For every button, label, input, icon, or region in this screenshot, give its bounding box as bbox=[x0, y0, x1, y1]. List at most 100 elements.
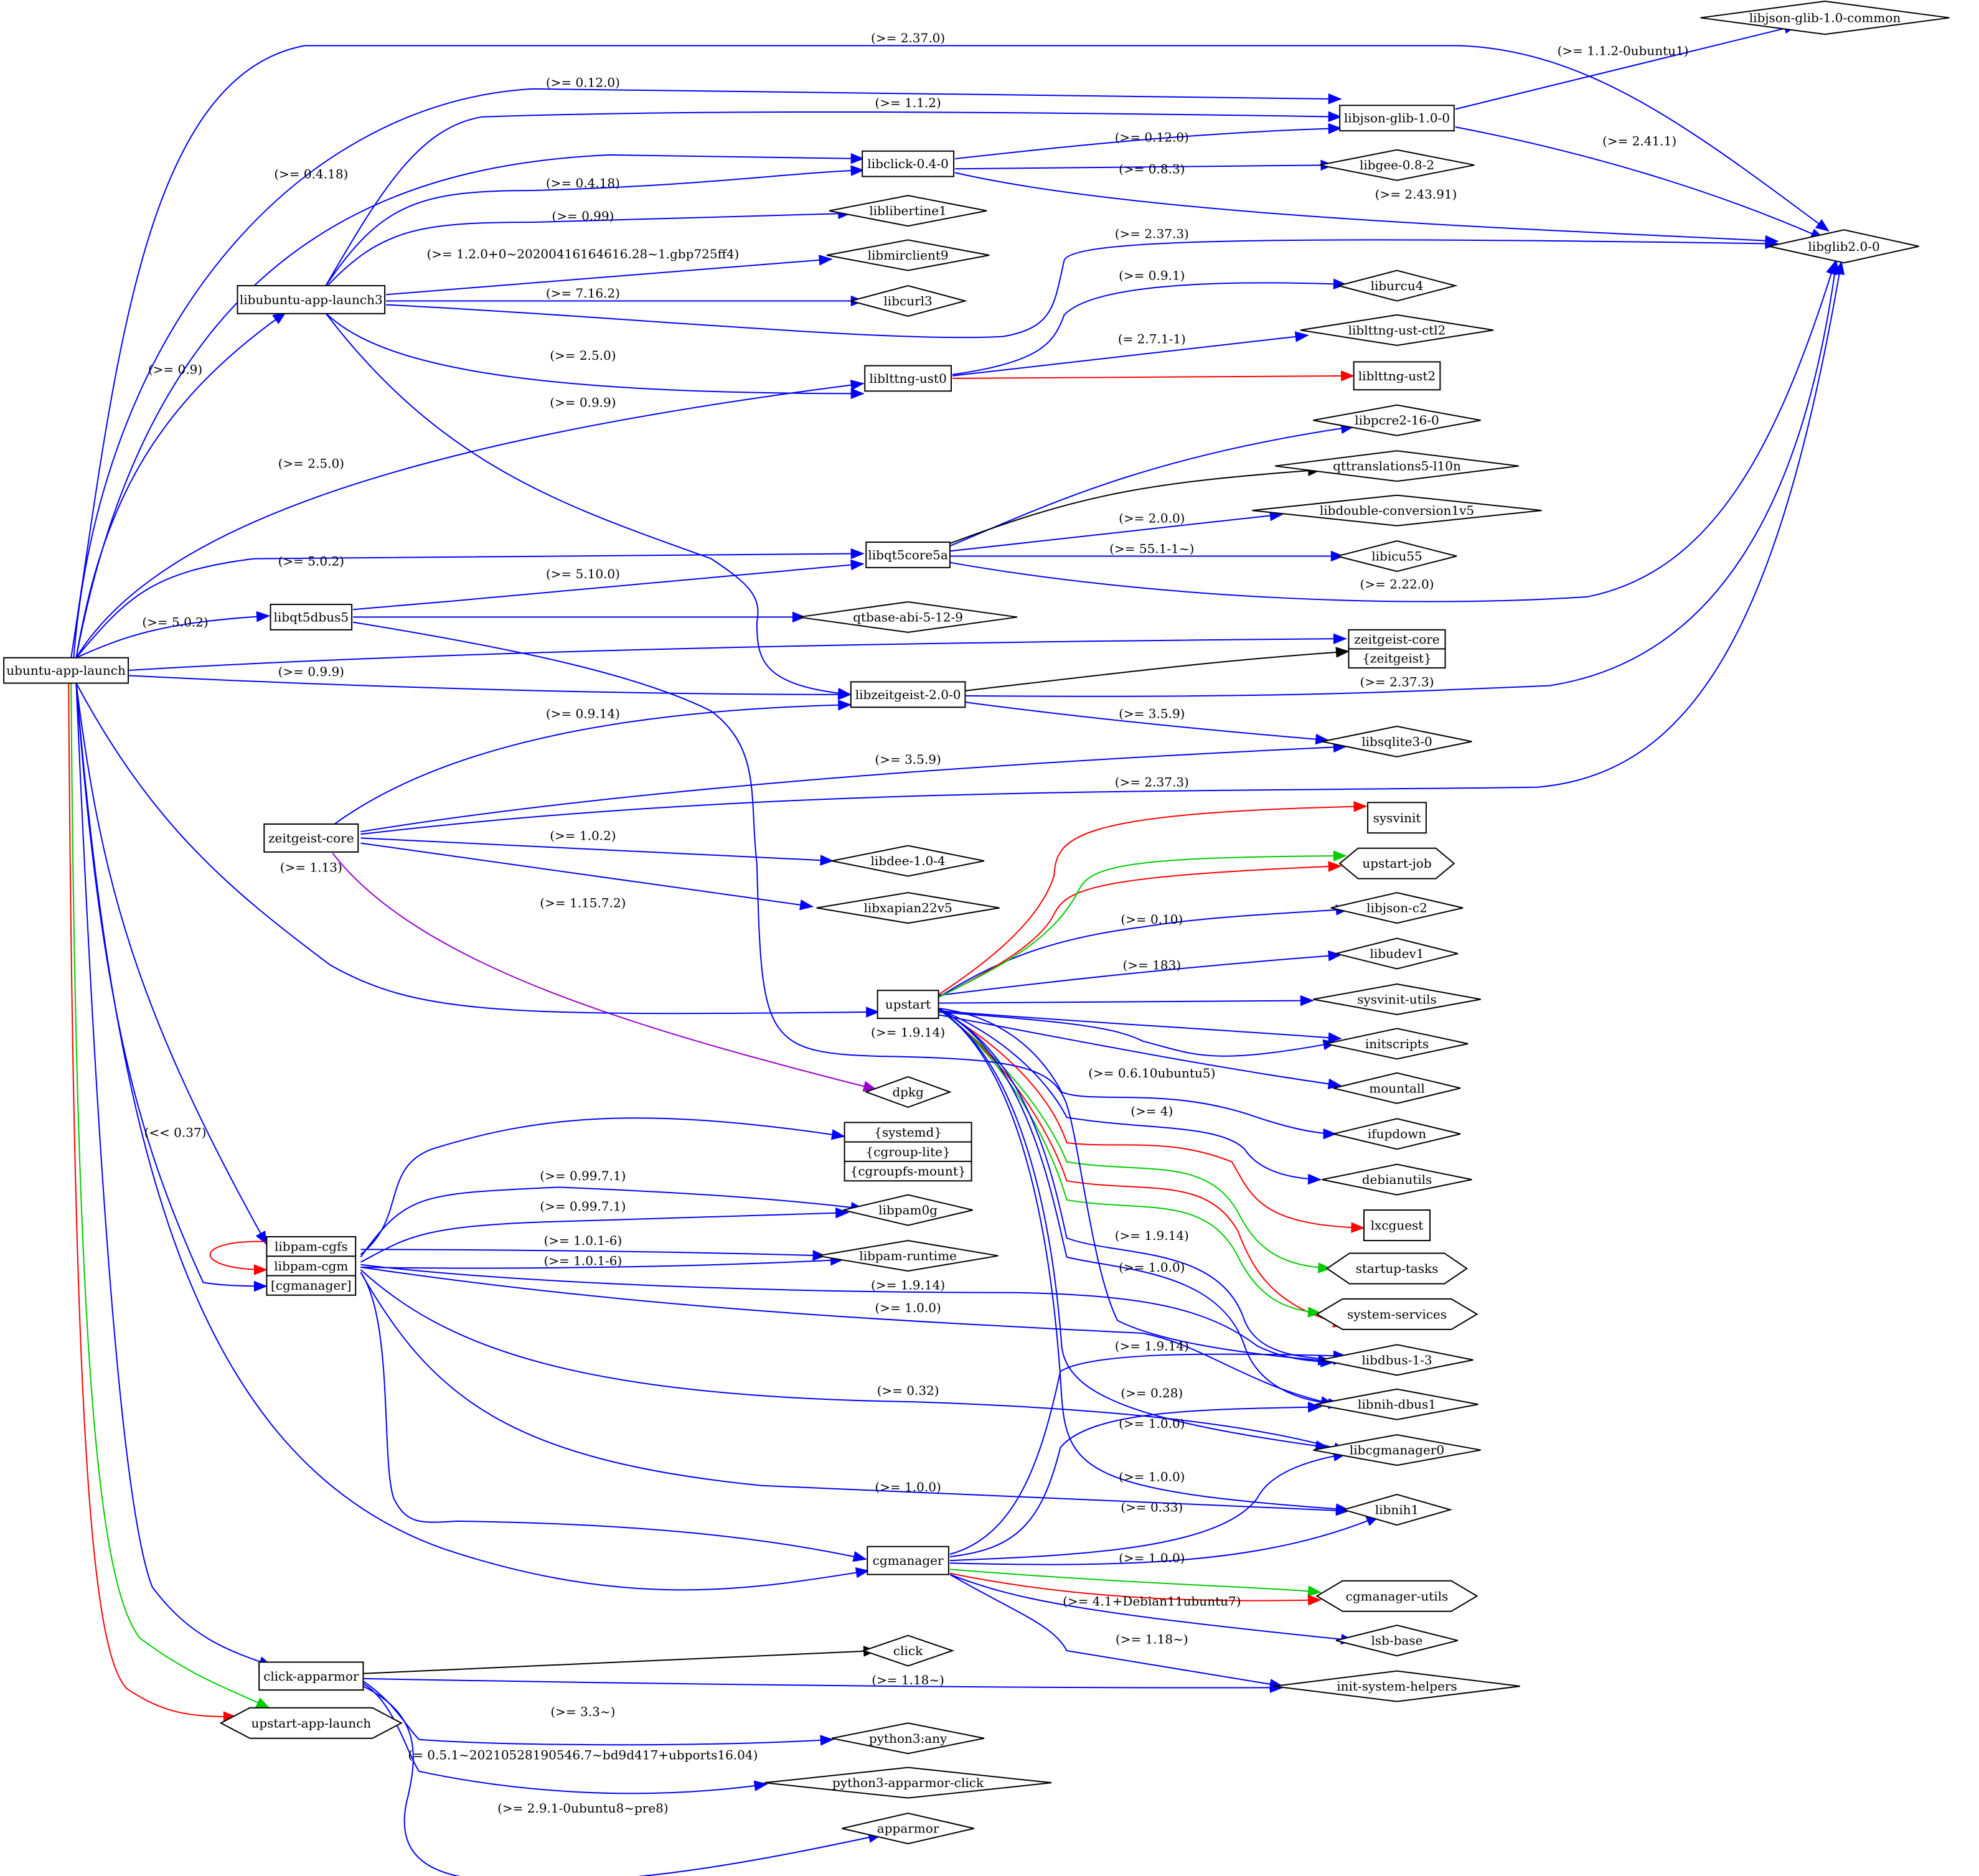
node-dpkg: dpkg bbox=[864, 1076, 952, 1108]
arrowhead bbox=[1315, 733, 1330, 745]
edge-label: (>= 2.9.1-0ubuntu8~pre8) bbox=[497, 1801, 669, 1816]
node-systemd-box: {systemd}{cgroup-lite}{cgroupfs-mount} bbox=[844, 1122, 972, 1182]
edge-label: (>= 3.5.9) bbox=[875, 752, 941, 767]
arrowhead bbox=[850, 380, 865, 391]
node-zeitgeist-core: zeitgeist-core bbox=[263, 823, 359, 853]
edge-label: (>= 4) bbox=[1131, 1104, 1173, 1119]
arrowhead bbox=[1323, 1128, 1337, 1140]
edge-label: (>= 1.0.1-6) bbox=[543, 1254, 622, 1269]
edge-label: (>= 1.0.0) bbox=[875, 1480, 941, 1494]
dependency-edge bbox=[1455, 126, 1824, 240]
dependency-edge bbox=[937, 855, 1347, 999]
edge-label: (>= 2.37.3) bbox=[1115, 226, 1189, 241]
node-libdee: libdee-1.0-4 bbox=[832, 845, 985, 877]
arrowhead bbox=[850, 152, 865, 164]
edge-label: (>= 0.28) bbox=[1121, 1386, 1183, 1400]
edge-label: (>= 0.12.0) bbox=[1115, 129, 1189, 144]
node-mountall: mountall bbox=[1333, 1072, 1461, 1104]
edge-label: (>= 2.41.1) bbox=[1602, 133, 1676, 148]
node-libjson-glib-common: libjson-glib-1.0-common bbox=[1700, 1, 1950, 35]
node-label: libpam-cgm bbox=[274, 1259, 348, 1273]
node-init-system-helpers: init-system-helpers bbox=[1273, 1670, 1521, 1702]
node-libnih1: libnih1 bbox=[1341, 1494, 1453, 1526]
dependency-edge bbox=[949, 426, 1354, 547]
dependency-edge bbox=[324, 111, 1342, 288]
edge-label: (<< 0.37) bbox=[144, 1125, 206, 1140]
edge-label: (>= 3.5.9) bbox=[1119, 706, 1185, 721]
node-label: ifupdown bbox=[1368, 1127, 1426, 1142]
node-label: libnih-dbus1 bbox=[1358, 1397, 1436, 1412]
dependency-edge bbox=[75, 683, 267, 1287]
arrowhead bbox=[253, 1264, 268, 1275]
node-cgmanager: cgmanager bbox=[867, 1545, 949, 1575]
dependency-edge bbox=[360, 1186, 864, 1258]
node-label: dpkg bbox=[892, 1084, 924, 1099]
node-label: libpcre2-16-0 bbox=[1355, 413, 1439, 428]
node-libclick: libclick-0.4-0 bbox=[862, 150, 955, 177]
node-libqt5dbus5: libqt5dbus5 bbox=[270, 604, 353, 631]
dependency-edge bbox=[936, 1007, 1347, 1326]
edge-label: (>= 2.37.3) bbox=[1115, 775, 1189, 790]
node-label: libglib2.0-0 bbox=[1808, 239, 1879, 254]
arrowhead bbox=[1333, 278, 1347, 290]
node-label: cgmanager-utils bbox=[1346, 1588, 1449, 1603]
node-label: liblibertine1 bbox=[869, 204, 946, 218]
node-debianutils: debianutils bbox=[1322, 1163, 1472, 1196]
node-libglib: libglib2.0-0 bbox=[1769, 229, 1919, 264]
arrowhead bbox=[852, 1551, 867, 1562]
node-libudev1: libudev1 bbox=[1335, 937, 1459, 970]
dependency-edge bbox=[360, 1272, 1349, 1512]
arrowhead bbox=[255, 1697, 270, 1709]
node-label: liblttng-ust-ctl2 bbox=[1348, 322, 1446, 337]
edge-label: (>= 1.18~) bbox=[1116, 1632, 1188, 1647]
node-python3-any: python3:any bbox=[832, 1722, 985, 1755]
node-qttranslations: qttranslations5-l10n bbox=[1275, 450, 1519, 482]
dependency-edge bbox=[949, 1573, 1354, 1641]
node-label: liblttng-ust2 bbox=[1358, 368, 1436, 383]
node-liblibertine: liblibertine1 bbox=[829, 195, 987, 227]
dependency-edge bbox=[363, 1677, 1283, 1689]
edge-label: (>= 0.9.14) bbox=[546, 706, 620, 721]
node-label: sysvinit bbox=[1373, 810, 1421, 825]
node-label: libjson-glib-1.0-0 bbox=[1344, 111, 1450, 126]
dependency-edge bbox=[937, 1007, 1347, 1361]
node-label: libdee-1.0-4 bbox=[871, 853, 946, 868]
edge-label: (>= 1.9.14) bbox=[871, 1278, 945, 1293]
arrowhead bbox=[1307, 1595, 1322, 1606]
arrowhead bbox=[1328, 93, 1342, 105]
node-libjson-glib: libjson-glib-1.0-0 bbox=[1339, 105, 1455, 132]
dependency-edge bbox=[955, 164, 1334, 170]
dependency-edge bbox=[937, 1010, 1342, 1039]
dependency-edge bbox=[324, 312, 851, 695]
node-label: debianutils bbox=[1362, 1172, 1432, 1187]
node-label: cgmanager bbox=[873, 1553, 944, 1568]
dependency-edge bbox=[949, 1572, 1321, 1602]
dependency-edge bbox=[936, 1007, 1331, 1269]
dependency-edge bbox=[1455, 24, 1797, 110]
edge-label: (>= 0.9.9) bbox=[278, 664, 344, 679]
node-label: libdbus-1-3 bbox=[1361, 1353, 1432, 1367]
dependency-edge bbox=[75, 683, 869, 1591]
dependency-edge bbox=[324, 312, 864, 395]
node-label: system-services bbox=[1347, 1306, 1447, 1321]
arrowhead bbox=[1328, 1032, 1342, 1043]
dependency-edge bbox=[954, 172, 1779, 242]
node-label: lxcguest bbox=[1371, 1218, 1424, 1233]
arrowhead bbox=[255, 1231, 268, 1245]
node-label: {systemd} bbox=[874, 1125, 942, 1140]
edge-label: (= 2.7.1-1) bbox=[1118, 332, 1186, 347]
dependency-edge bbox=[360, 1266, 1334, 1405]
node-liburcu4: liburcu4 bbox=[1336, 270, 1458, 302]
node-liblttng-ust2: liblttng-ust2 bbox=[1353, 361, 1441, 391]
edge-label: (>= 1.0.0) bbox=[1119, 1550, 1185, 1565]
node-label: qttranslations5-l10n bbox=[1333, 459, 1461, 474]
arrowhead bbox=[799, 899, 814, 911]
arrowhead bbox=[1317, 1262, 1332, 1273]
edge-label: (>= 2.37.0) bbox=[871, 30, 945, 45]
edge-label: (>= 1.9.14) bbox=[1115, 1228, 1189, 1243]
arrowhead bbox=[850, 388, 865, 400]
dependency-edge bbox=[360, 1212, 848, 1263]
node-label: libjson-c2 bbox=[1366, 901, 1427, 916]
